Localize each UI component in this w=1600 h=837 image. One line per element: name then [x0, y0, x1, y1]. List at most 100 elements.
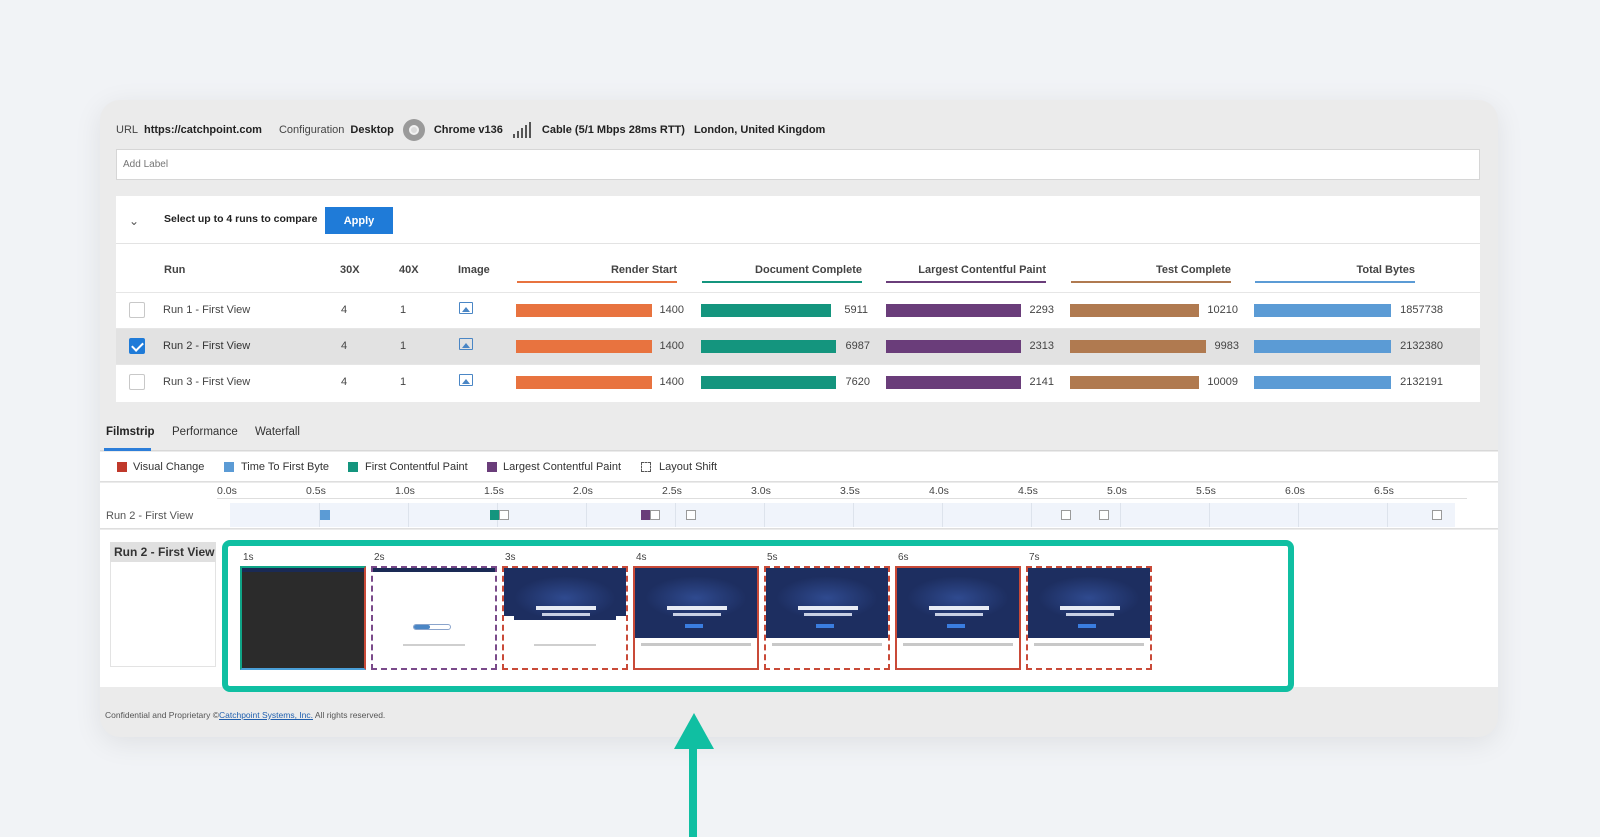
run-checkbox[interactable] [129, 338, 145, 354]
image-icon[interactable] [459, 338, 473, 350]
chevron-down-icon[interactable]: ⌄ [129, 214, 140, 228]
test-complete-bar [1070, 340, 1206, 353]
add-label-input[interactable] [116, 149, 1480, 180]
timeline-row-label: Run 2 - First View [106, 510, 194, 522]
lcp-value: 2141 [1029, 376, 1054, 388]
tab-filmstrip[interactable]: Filmstrip [106, 426, 155, 438]
tick-label: 3.5s [840, 485, 860, 497]
render-start-bar [516, 304, 652, 317]
image-icon[interactable] [459, 374, 473, 386]
tab-performance[interactable]: Performance [172, 426, 238, 438]
url-label: URL [116, 124, 139, 136]
filmstrip-frame[interactable]: 7s [1026, 552, 1152, 670]
image-icon[interactable] [459, 302, 473, 314]
tick-label: 4.0s [929, 485, 949, 497]
fcp-marker[interactable] [490, 510, 500, 520]
filmstrip-area: Run 2 - First View 1s 2s 3s [100, 530, 1498, 692]
tab-waterfall[interactable]: Waterfall [255, 426, 300, 438]
gridline [586, 503, 587, 527]
filmstrip-frames: 1s 2s 3s [222, 540, 1294, 692]
frame-thumbnail[interactable] [1026, 566, 1152, 670]
filmstrip-frame[interactable]: 4s [633, 552, 759, 670]
gridline [853, 503, 854, 527]
gridline [1298, 503, 1299, 527]
frame-thumbnail[interactable] [895, 566, 1021, 670]
connection-profile: Cable (5/1 Mbps 28ms RTT) [541, 124, 685, 136]
gridline [408, 503, 409, 527]
frame-thumbnail[interactable] [502, 566, 628, 670]
value-40x: 1 [400, 340, 407, 352]
run-name: Run 2 - First View [163, 340, 251, 352]
run-checkbox[interactable] [129, 302, 145, 318]
frame-thumbnail[interactable] [764, 566, 890, 670]
layout-shift-marker[interactable] [686, 510, 696, 520]
run-checkbox[interactable] [129, 374, 145, 390]
frame-thumbnail[interactable] [633, 566, 759, 670]
timeline-axis: 0.0s 0.5s 1.0s 1.5s 2.0s 2.5s 3.0s 3.5s … [217, 483, 1467, 499]
render-start-value: 1400 [659, 304, 684, 316]
timeline-row: 0.0s 0.5s 1.0s 1.5s 2.0s 2.5s 3.0s 3.5s … [100, 483, 1498, 529]
column-header-lcp[interactable]: Largest Contentful Paint [886, 264, 1046, 283]
total-bytes-value: 1857738 [1400, 304, 1443, 316]
gridline [1387, 503, 1388, 527]
render-start-bar [516, 376, 652, 389]
render-start-value: 1400 [659, 340, 684, 352]
layout-shift-marker[interactable] [499, 510, 509, 520]
gridline [764, 503, 765, 527]
layout-shift-marker[interactable] [1061, 510, 1071, 520]
tick-label: 0.0s [217, 485, 237, 497]
ttfb-marker[interactable] [320, 510, 330, 520]
tick-label: 5.5s [1196, 485, 1216, 497]
column-header-test-complete[interactable]: Test Complete [1071, 264, 1231, 283]
frame-time-label: 4s [636, 552, 647, 563]
value-30x: 4 [341, 340, 348, 352]
column-header-document-complete[interactable]: Document Complete [702, 264, 862, 283]
arrow-shaft [689, 743, 697, 837]
filmstrip-frame[interactable]: 2s [371, 552, 497, 670]
render-start-bar [516, 340, 652, 353]
frame-time-label: 3s [505, 552, 516, 563]
configuration-value: Desktop [350, 124, 394, 136]
total-bytes-value: 2132380 [1400, 340, 1443, 352]
filmstrip-frame[interactable]: 6s [895, 552, 1021, 670]
lcp-marker[interactable] [641, 510, 651, 520]
filmstrip-frame[interactable]: 1s [240, 552, 366, 670]
frame-time-label: 5s [767, 552, 778, 563]
browser-version: Chrome v136 [433, 124, 503, 136]
table-row[interactable]: Run 1 - First View 4 1 1400 5911 2293 10… [116, 292, 1480, 328]
column-header-render-start[interactable]: Render Start [517, 264, 677, 283]
lcp-bar [886, 376, 1021, 389]
test-complete-value: 10009 [1207, 376, 1238, 388]
document-complete-value: 7620 [845, 376, 870, 388]
lcp-swatch [487, 462, 497, 472]
active-tab-indicator [104, 448, 151, 451]
run-compare-panel: ⌄ Select up to 4 runs to compare Apply R… [116, 196, 1480, 402]
legend-lcp: Largest Contentful Paint [503, 461, 622, 473]
column-header-40x: 40X [399, 264, 419, 276]
tick-label: 2.0s [573, 485, 593, 497]
layout-shift-marker[interactable] [1099, 510, 1109, 520]
frame-thumbnail[interactable] [240, 566, 366, 670]
test-result-window: URL https://catchpoint.com Configuration… [100, 100, 1498, 737]
document-complete-bar [701, 304, 831, 317]
filmstrip-frame[interactable]: 3s [502, 552, 628, 670]
layout-shift-marker[interactable] [1432, 510, 1442, 520]
layout-shift-marker[interactable] [650, 510, 660, 520]
timeline-track [230, 503, 1455, 527]
url-value[interactable]: https://catchpoint.com [144, 124, 262, 136]
test-info-bar: URL https://catchpoint.com Configuration… [116, 119, 842, 141]
company-link[interactable]: Catchpoint Systems, Inc. [219, 710, 314, 720]
test-location: London, United Kingdom [693, 124, 826, 136]
compare-header: ⌄ Select up to 4 runs to compare Apply [116, 196, 1480, 244]
table-row[interactable]: Run 3 - First View 4 1 1400 7620 2141 10… [116, 364, 1480, 400]
table-row[interactable]: Run 2 - First View 4 1 1400 6987 2313 99… [116, 328, 1480, 364]
frame-time-label: 2s [374, 552, 385, 563]
gridline [1120, 503, 1121, 527]
column-header-total-bytes[interactable]: Total Bytes [1255, 264, 1415, 283]
apply-button[interactable]: Apply [325, 207, 393, 234]
filmstrip-frame[interactable]: 5s [764, 552, 890, 670]
frame-thumbnail[interactable] [371, 566, 497, 670]
configuration-label: Configuration [278, 124, 345, 136]
view-tabs: Filmstrip Performance Waterfall [100, 412, 1498, 451]
gridline [675, 503, 676, 527]
